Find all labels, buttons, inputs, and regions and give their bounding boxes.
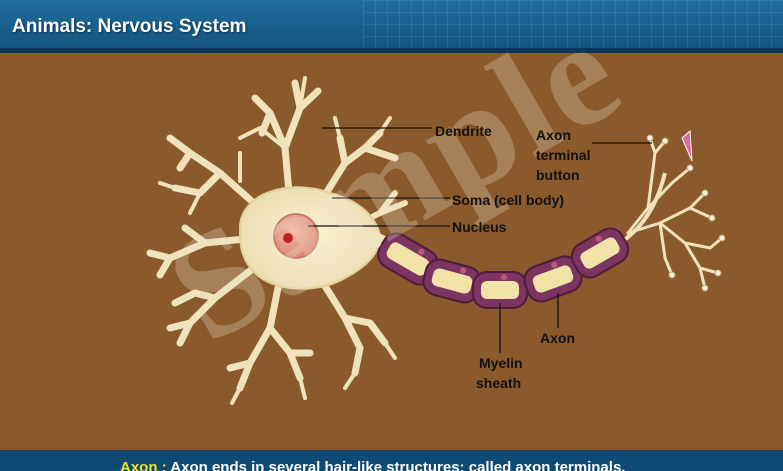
soma-label: Soma (cell body): [452, 191, 564, 210]
caption-bar: Axon : Axon ends in several hair-like st…: [0, 450, 783, 471]
title-bar: Animals: Nervous System: [0, 0, 783, 48]
diagram-canvas: Sample Dendrite Axon terminal button Som…: [0, 53, 783, 450]
axon-label: Axon: [540, 329, 575, 348]
nucleus-label: Nucleus: [452, 218, 506, 237]
dendrite-label: Dendrite: [435, 122, 492, 141]
nucleolus-shape: [283, 233, 293, 243]
axon-terminal-label-line1: Axon: [536, 126, 571, 145]
myelin-label-line1: Myelin: [479, 354, 523, 373]
myelin-label-line2: sheath: [476, 374, 521, 393]
axon-terminal-buttons: [647, 135, 725, 291]
caption-term: Axon :: [120, 459, 167, 471]
neuron-diagram: [0, 53, 783, 450]
page-title: Animals: Nervous System: [12, 16, 246, 38]
axon-terminal-highlight: [682, 131, 692, 161]
nucleus-shape: [274, 214, 318, 258]
caption: Axon : Axon ends in several hair-like st…: [120, 459, 625, 471]
caption-text: Axon ends in several hair-like structure…: [167, 459, 626, 471]
header-grid-pattern: [363, 0, 783, 48]
axon-terminal-label-line2: terminal: [536, 146, 590, 165]
axon-terminals: [628, 138, 722, 288]
axon-terminal-label-line3: button: [536, 166, 580, 185]
